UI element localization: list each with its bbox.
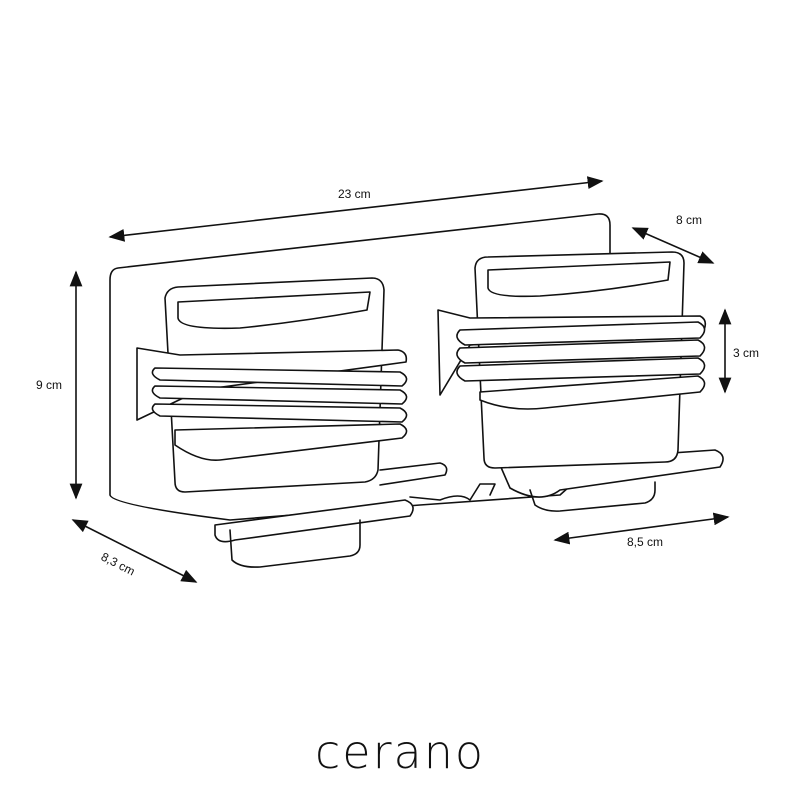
dim-line-23cm bbox=[108, 176, 604, 242]
label-height: 9 cm bbox=[36, 378, 63, 392]
label-depth-top: 8 cm bbox=[676, 213, 703, 227]
label-width-total: 23 cm bbox=[338, 187, 371, 201]
dim-line-8-5cm bbox=[553, 512, 730, 545]
left-cage-bars bbox=[151, 367, 408, 462]
dim-line-8-3cm bbox=[71, 519, 198, 583]
label-cage-height: 3 cm bbox=[733, 346, 760, 360]
right-cage-bars bbox=[456, 321, 706, 410]
left-shelf bbox=[214, 499, 414, 543]
brand-logo: cerano bbox=[315, 725, 485, 779]
label-shelf-width: 8,5 cm bbox=[627, 535, 664, 549]
dim-line-8cm bbox=[631, 227, 715, 264]
